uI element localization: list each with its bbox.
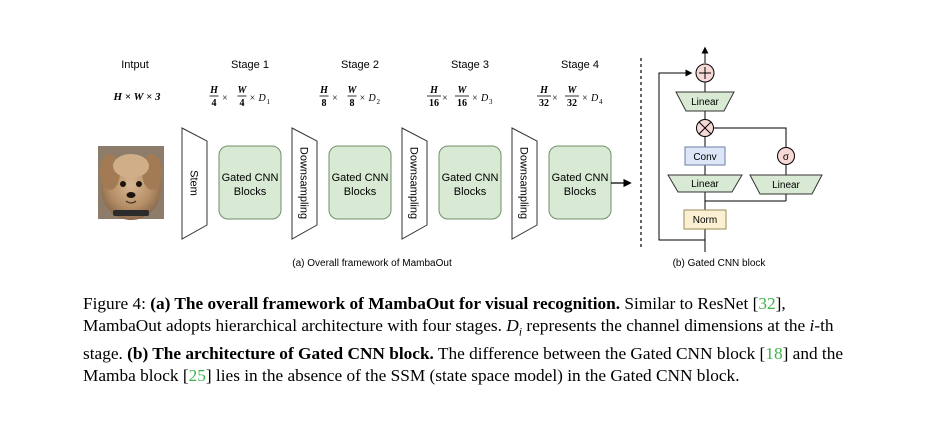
linear-right: Linear <box>749 174 823 195</box>
caption-text-a2: ], MambaOut adopts hierarchical architec… <box>83 294 786 335</box>
header-input: Intput <box>121 59 149 71</box>
subcaption-b: (b) Gated CNN block <box>673 258 767 269</box>
multiply-node-icon <box>696 119 714 137</box>
conv-label: Conv <box>693 152 716 163</box>
stage-3-dims-d: D <box>480 93 489 104</box>
stage-1-dims-w-num: W <box>238 85 248 96</box>
stage-3-block-line1: Gated CNN <box>442 172 499 184</box>
caption-text-b2: ] and the Mamba block [ <box>83 343 844 385</box>
caption-i-symbol: i <box>809 315 815 335</box>
caption-text-b3: ] lies in the absence of the SSM (state … <box>205 365 740 385</box>
stage-4-dims-times-2: × <box>582 93 588 104</box>
citation-gated-cnn[interactable]: 18 <box>765 343 783 363</box>
header-stage-3: Stage 3 <box>451 59 489 71</box>
caption-di-symbol: D <box>506 315 519 335</box>
stage-4-dims-w-den: 32 <box>567 98 577 109</box>
downsampling-1-label: Downsampling <box>298 147 310 219</box>
linear-left-label: Linear <box>691 179 719 190</box>
stage-2-block-line1: Gated CNN <box>332 172 389 184</box>
stage-3-dims-d-sub: 3 <box>489 98 493 106</box>
stage-2-block-line2: Blocks <box>344 186 377 198</box>
linear-top-label: Linear <box>691 97 719 108</box>
caption-text-a4: -th stage. <box>83 315 834 363</box>
stage-4-dims-h-num: H <box>539 85 549 96</box>
downsampling-2: Downsampling <box>401 127 428 240</box>
citation-resnet[interactable]: 32 <box>758 294 776 313</box>
caption-text-a1: Similar to ResNet [ <box>620 294 759 313</box>
stage-3-dims-times-2: × <box>472 93 478 104</box>
mambaout-diagram: Intput Stage 1 Stage 2 Stage 3 Stage 4 H… <box>98 46 823 269</box>
stage-1-dims-h-den: 4 <box>212 98 217 109</box>
stage-1-dims-times-1: × <box>222 93 228 104</box>
caption-di-sub: i <box>518 324 523 339</box>
input-dims: H × W × 3 <box>113 91 161 103</box>
stage-4-dims-h-den: 32 <box>539 98 549 109</box>
stage-4-block-line2: Blocks <box>564 186 597 198</box>
stage-4-dims-times-1: × <box>552 93 558 104</box>
stage-1-block: Gated CNN Blocks <box>218 145 282 220</box>
norm-label: Norm <box>693 215 717 226</box>
stage-4-dims-d-sub: 4 <box>599 98 603 106</box>
linear-left: Linear <box>667 174 743 193</box>
linear-top: Linear <box>675 91 735 112</box>
downsampling-3: Downsampling <box>511 127 538 240</box>
stage-4-dims-w-num: W <box>568 85 578 96</box>
sigma-node: σ <box>777 147 795 165</box>
stage-3-dims-w-num: W <box>458 85 468 96</box>
stem-block: Stem <box>181 127 208 240</box>
stage-3-dims-w-den: 16 <box>457 98 467 109</box>
caption-bold-b: (b) The architecture of Gated CNN block. <box>127 343 434 363</box>
input-image <box>98 146 164 220</box>
downsampling-3-label: Downsampling <box>518 147 530 219</box>
caption-prefix: Figure 4: <box>83 294 151 313</box>
stem-label: Stem <box>188 170 200 196</box>
stage-1-dims-times-2: × <box>250 93 256 104</box>
conv-box: Conv <box>684 146 726 166</box>
stage-1-block-line1: Gated CNN <box>222 172 279 184</box>
caption-text-b1: The difference between the Gated CNN blo… <box>433 343 766 363</box>
stage-4-dims-d: D <box>590 93 599 104</box>
stage-4-block: Gated CNN Blocks <box>548 145 612 220</box>
stage-2-dims-times-1: × <box>332 93 338 104</box>
stage-2-dims-times-2: × <box>360 93 366 104</box>
citation-mamba[interactable]: 25 <box>188 365 206 385</box>
norm-box: Norm <box>683 209 727 230</box>
stage-3-block-line2: Blocks <box>454 186 487 198</box>
stage-2-dims-h-num: H <box>319 85 329 96</box>
header-stage-1: Stage 1 <box>231 59 269 71</box>
stage-1-dims-h-num: H <box>209 85 219 96</box>
linear-right-label: Linear <box>772 180 800 191</box>
stage-1-dims-d: D <box>258 93 267 104</box>
stage-2-dims-h-den: 8 <box>322 98 327 109</box>
header-stage-2: Stage 2 <box>341 59 379 71</box>
downsampling-1: Downsampling <box>291 127 318 240</box>
stage-1-block-line2: Blocks <box>234 186 267 198</box>
stage-1-dims-d-sub: 1 <box>267 98 271 106</box>
stage-3-dims-h-num: H <box>429 85 439 96</box>
figure-caption: Figure 4: (a) The overall framework of M… <box>83 293 863 386</box>
stage-1-dims-w-den: 4 <box>240 98 245 109</box>
caption-text-a3: represents the channel dimensions at the <box>522 315 810 335</box>
stage-2-dims-w-num: W <box>348 85 358 96</box>
stage-3-dims-h-den: 16 <box>429 98 439 109</box>
stage-4-block-line1: Gated CNN <box>552 172 609 184</box>
sigma-label: σ <box>783 152 790 163</box>
stage-3-dims-times-1: × <box>442 93 448 104</box>
add-node-icon <box>695 63 715 83</box>
stage-2-dims-w-den: 8 <box>350 98 355 109</box>
header-stage-4: Stage 4 <box>561 59 599 71</box>
stage-2-dims-d: D <box>368 93 377 104</box>
gated-cnn-block <box>658 46 787 252</box>
downsampling-2-label: Downsampling <box>408 147 420 219</box>
stage-2-block: Gated CNN Blocks <box>328 145 392 220</box>
stage-3-block: Gated CNN Blocks <box>438 145 502 220</box>
stage-2-dims-d-sub: 2 <box>377 98 381 106</box>
caption-bold-a: (a) The overall framework of MambaOut fo… <box>150 294 621 313</box>
subcaption-a: (a) Overall framework of MambaOut <box>292 258 452 269</box>
